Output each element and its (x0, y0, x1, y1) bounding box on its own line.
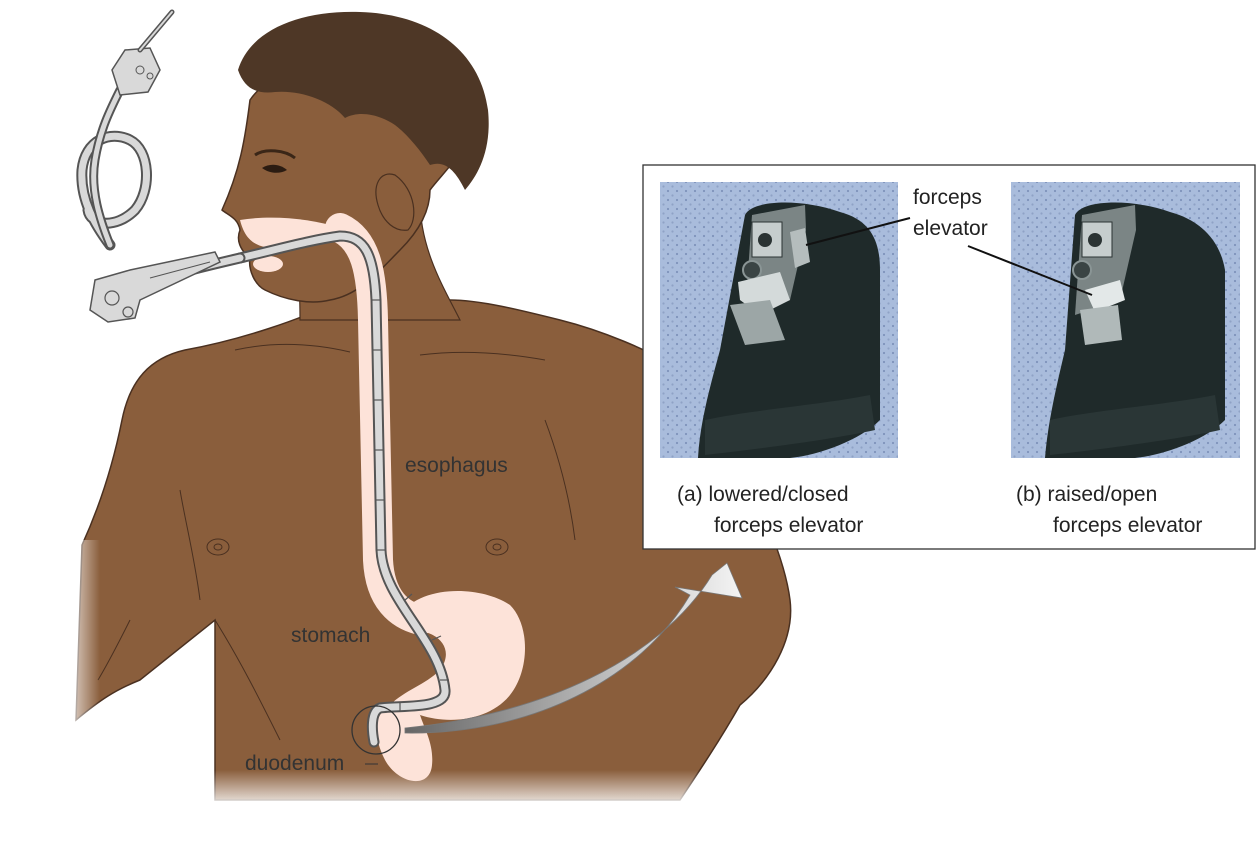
duodenum-organ (376, 705, 433, 782)
caption-b: (b) raised/open forceps elevator (1016, 479, 1202, 541)
callout-pointer-b (967, 245, 1093, 296)
caption-b-line-2: forceps elevator (1053, 514, 1203, 537)
callout-pointer-a (805, 217, 911, 246)
label-esophagus: esophagus (405, 454, 508, 477)
control-handle (89, 251, 222, 323)
nipple-left (206, 538, 230, 556)
photo-raised-elevator (1011, 182, 1240, 458)
zoom-arrow (404, 562, 743, 734)
caption-b-line-1: (b) raised/open (1016, 483, 1158, 506)
photo-lowered-elevator (660, 182, 898, 458)
caption-a-line-2: forceps elevator (714, 514, 864, 537)
label-stomach: stomach (291, 624, 370, 647)
caption-a: (a) lowered/closed forceps elevator (677, 479, 863, 541)
anatomy-lines (97, 343, 576, 741)
callout-label: forceps elevator (913, 182, 988, 244)
callout-line-1: forceps (913, 186, 982, 209)
ear (375, 173, 415, 231)
stomach-organ (390, 591, 525, 720)
callout-line-2: elevator (913, 217, 988, 240)
eyebrow (254, 149, 296, 160)
tip-highlight-circle (351, 705, 401, 755)
caption-a-line-1: (a) lowered/closed (677, 483, 849, 506)
inset-panel (642, 164, 1256, 550)
tongue (253, 256, 283, 272)
endoscope (76, 9, 451, 748)
hair (238, 11, 489, 190)
label-duodenum: duodenum (245, 752, 344, 775)
person-illustration (60, 11, 792, 810)
eye (262, 164, 287, 173)
nipple-right (485, 538, 509, 556)
